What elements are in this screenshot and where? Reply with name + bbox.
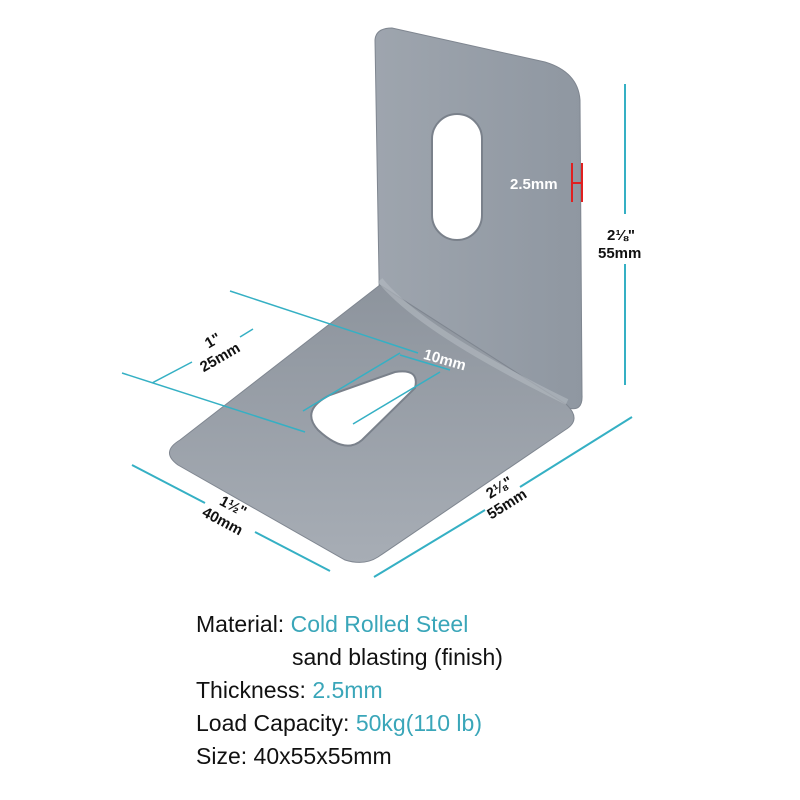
spec-size: Size: 40x55x55mm (196, 740, 503, 773)
material-value: Cold Rolled Steel (290, 611, 469, 637)
slot-length-in-label: 1" (202, 330, 224, 352)
height-in-label: 2⅛" (607, 227, 635, 244)
size-label: Size: (196, 743, 248, 769)
spec-load: Load Capacity: 50kg(110 lb) (196, 707, 503, 740)
size-value: 40x55x55mm (253, 743, 392, 769)
spec-thickness: Thickness: 2.5mm (196, 674, 503, 707)
thickness-spec-value: 2.5mm (312, 677, 383, 703)
vertical-slot (431, 113, 483, 241)
bracket-diagram: 2.5mm 2⅛" 55mm 2⅛" 55mm 1½" 40mm 1" 25mm… (121, 27, 641, 578)
thickness-marker (571, 163, 583, 202)
material-label: Material: (196, 611, 285, 637)
load-value: 50kg(110 lb) (355, 710, 482, 736)
thickness-label: 2.5mm (510, 176, 558, 193)
spec-list: Material: Cold Rolled Steel sand blastin… (196, 608, 503, 773)
spec-material: Material: Cold Rolled Steel (196, 608, 503, 641)
load-label: Load Capacity: (196, 710, 350, 736)
height-mm-label: 55mm (598, 245, 641, 262)
horizontal-slot (310, 370, 417, 447)
thickness-spec-label: Thickness: (196, 677, 306, 703)
finish-value: sand blasting (finish) (292, 644, 503, 670)
spec-finish: sand blasting (finish) (196, 641, 503, 674)
